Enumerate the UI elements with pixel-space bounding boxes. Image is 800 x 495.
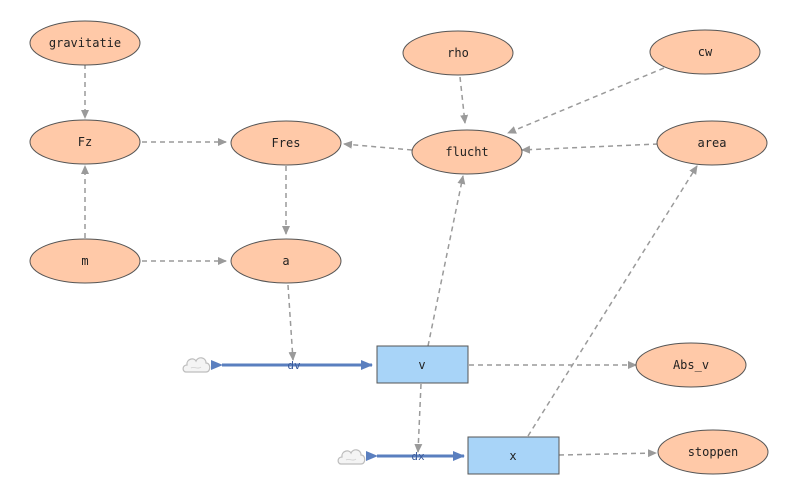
link-a-dv[interactable]: [287, 284, 297, 361]
flow-dx[interactable]: dx: [366, 450, 465, 463]
stock-v-label: v: [418, 358, 425, 372]
variable-flucht[interactable]: flucht: [411, 129, 523, 175]
stock-x[interactable]: x: [467, 436, 560, 475]
cloud-icon: [337, 449, 366, 465]
stock-x-label: x: [509, 449, 516, 463]
link-cw-flucht[interactable]: [507, 67, 665, 134]
cloud-icon: [182, 357, 211, 373]
variable-area-label: area: [698, 136, 727, 150]
variable-gravitatie-label: gravitatie: [49, 36, 121, 50]
variable-fz-label: Fz: [78, 135, 92, 149]
variable-rho-label: rho: [447, 46, 469, 60]
variable-fres[interactable]: Fres: [230, 120, 342, 166]
variable-abs-v-label: Abs_v: [673, 358, 709, 372]
flow-dv[interactable]: dv: [211, 358, 373, 372]
variable-stoppen-label: stoppen: [688, 445, 739, 459]
link-rho-flucht[interactable]: [459, 76, 469, 124]
flow-dx-label: dx: [411, 450, 425, 463]
variable-m-label: m: [81, 254, 88, 268]
flow-dv-label: dv: [287, 359, 301, 372]
stock-v[interactable]: v: [376, 345, 469, 384]
variable-cw[interactable]: cw: [649, 29, 761, 75]
link-x-stoppen[interactable]: [558, 449, 657, 458]
variable-flucht-label: flucht: [445, 145, 488, 159]
variable-m[interactable]: m: [29, 238, 141, 284]
link-area-flucht[interactable]: [521, 143, 659, 154]
variable-fres-label: Fres: [272, 136, 301, 150]
link-flucht-fres[interactable]: [343, 140, 413, 151]
link-v-dx[interactable]: [414, 383, 423, 453]
variable-a[interactable]: a: [230, 238, 342, 284]
links: [81, 64, 698, 458]
variable-abs-v[interactable]: Abs_v: [635, 342, 747, 388]
variable-rho[interactable]: rho: [402, 30, 514, 76]
variable-a-label: a: [282, 254, 289, 268]
link-v-flucht[interactable]: [427, 175, 466, 347]
variable-gravitatie[interactable]: gravitatie: [29, 20, 141, 66]
link-x-area[interactable]: [527, 165, 698, 437]
variable-fz[interactable]: Fz: [29, 119, 141, 165]
variable-area[interactable]: area: [656, 120, 768, 166]
variable-stoppen[interactable]: stoppen: [657, 429, 769, 475]
variable-cw-label: cw: [698, 45, 713, 59]
